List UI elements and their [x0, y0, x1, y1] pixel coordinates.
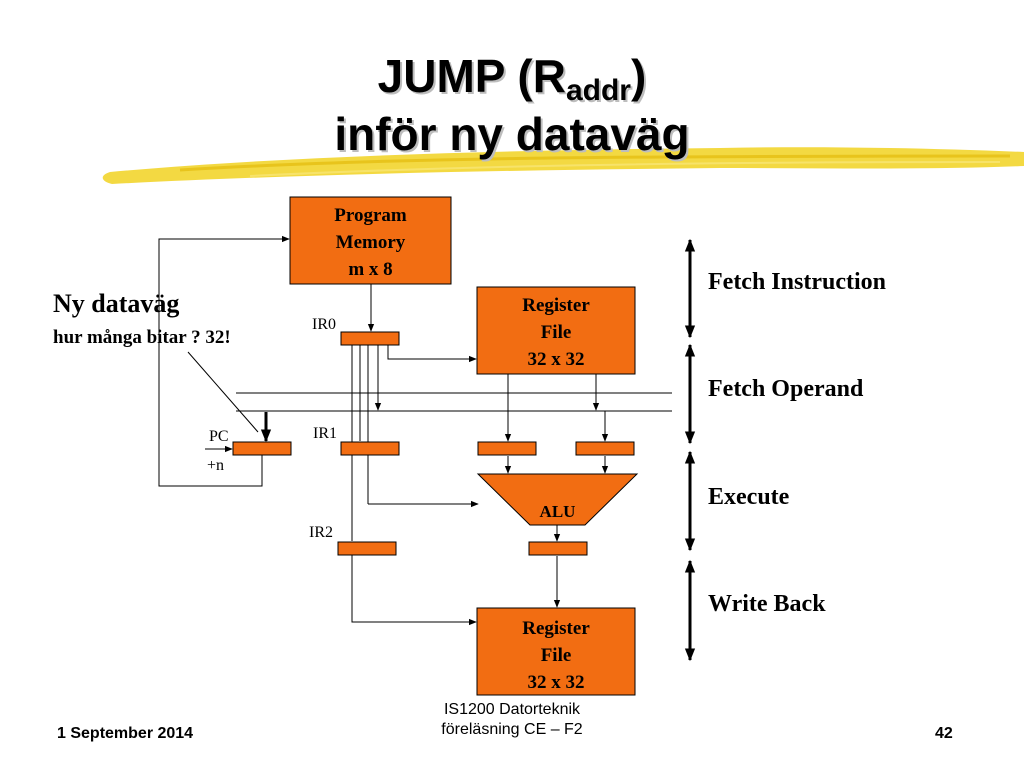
alu-label: ALU	[539, 502, 576, 521]
ir0-to-regfile-wire	[387, 345, 477, 363]
operand-a-latch	[477, 441, 537, 456]
stage-label-write-back: Write Back	[708, 591, 826, 617]
register-file-bottom-label: Register File 32 x 32	[522, 618, 590, 693]
stage-label-fetch-instruction: Fetch Instruction	[708, 269, 886, 295]
slide-title-line-1: JUMP (Raddr)	[377, 50, 647, 107]
ir0-latch	[340, 331, 400, 346]
side-note-subtext: hur många bitar ? 32!	[53, 327, 231, 348]
pc-label: PC	[209, 428, 229, 445]
title-subscript: addr	[565, 74, 631, 107]
note-pointer-line	[187, 351, 259, 433]
footer-course-line-1: IS1200 Datorteknik	[443, 701, 581, 718]
register-file-bottom-block	[476, 607, 636, 696]
stage-label-fetch-operand: Fetch Operand	[708, 376, 864, 402]
ir2-label: IR2	[309, 524, 333, 541]
ir2-to-regfile-wire	[351, 555, 477, 626]
alu-block	[476, 473, 639, 526]
ir1-latch	[340, 441, 400, 456]
pc-latch	[232, 441, 292, 456]
side-note-heading: Ny dataväg	[53, 289, 180, 318]
register-file-top-block	[476, 286, 636, 375]
ir2-latch	[337, 541, 397, 556]
ir0-label: IR0	[312, 316, 336, 333]
footer-course-line-2: föreläsning CE – F2	[441, 721, 583, 738]
program-memory-label: Program Memory m x 8	[334, 205, 407, 280]
pc-to-memory-wire	[158, 235, 290, 487]
stage-label-execute: Execute	[708, 484, 790, 510]
slide-title-line-2: inför ny dataväg	[334, 108, 690, 160]
plus-n-label: +n	[207, 457, 225, 474]
register-file-top-label: Register File 32 x 32	[522, 295, 590, 370]
ir1-label: IR1	[313, 425, 337, 442]
operand-b-latch	[575, 441, 635, 456]
footer-page-number: 42	[935, 725, 953, 742]
footer-course: IS1200 Datorteknik föreläsning CE – F2	[412, 700, 612, 740]
title-underline-swoosh	[102, 147, 1024, 184]
program-memory-block	[289, 196, 452, 285]
footer-date: 1 September 2014	[57, 725, 194, 742]
alu-result-latch	[528, 541, 588, 556]
